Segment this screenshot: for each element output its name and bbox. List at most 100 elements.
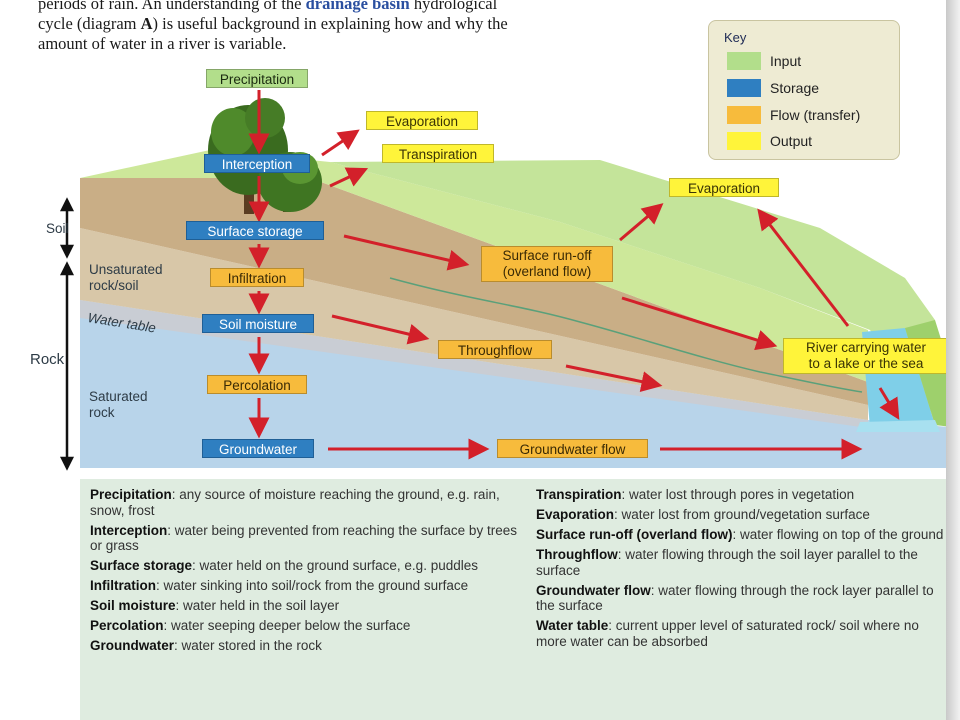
definition-surface-runoff: Surface run-off (overland flow): water f…: [536, 527, 948, 543]
box-throughflow: Throughflow: [438, 340, 552, 359]
arrow-surface-runoff: [343, 234, 470, 271]
definitions-panel: Precipitation: any source of moisture re…: [80, 479, 960, 720]
definition-text: : water held in the soil layer: [175, 598, 340, 613]
box-surface-runoff-line1: Surface run-off: [502, 248, 592, 263]
arrow-river-down: [878, 387, 900, 420]
land-surface: [80, 150, 868, 382]
definition-infiltration: Infiltration: water sinking into soil/ro…: [90, 578, 528, 594]
box-groundwater-flow: Groundwater flow: [497, 439, 648, 458]
legend-swatch-storage: [727, 79, 761, 97]
definition-term: Interception: [90, 522, 168, 538]
soil-depth-arrow: [59, 197, 75, 259]
definition-term: Groundwater flow: [536, 582, 651, 598]
definition-term: Evaporation: [536, 507, 615, 522]
definition-groundwater: Groundwater: water stored in the rock: [90, 638, 528, 654]
definition-term: Water table: [536, 618, 609, 633]
intro-line2-a: cycle (diagram: [38, 14, 141, 33]
legend-title: Key: [724, 30, 747, 45]
intro-line1-b: hydrological: [409, 0, 498, 13]
land-surface-far: [330, 160, 935, 425]
definition-text: : water flowing on top of the ground: [732, 527, 944, 542]
definition-term: Infiltration: [90, 578, 156, 593]
box-surface-storage: Surface storage: [186, 221, 324, 240]
arrow-throughflow-onward: [565, 364, 663, 392]
box-river: River carrying water to a lake or the se…: [783, 338, 949, 374]
label-unsaturated-1: Unsaturated: [89, 262, 163, 277]
label-saturated-1: Saturated: [89, 389, 148, 404]
arrow-interception-evaporation: [321, 129, 360, 157]
definition-term: Percolation: [90, 618, 164, 633]
intro-paragraph: periods of rain. An understanding of the…: [38, 0, 638, 54]
box-river-line1: River carrying water: [805, 340, 927, 355]
box-percolation: Percolation: [207, 375, 307, 394]
arrow-runoff-evaporation: [619, 203, 664, 242]
legend-key: Key Input Storage Flow (transfer) Output: [708, 20, 900, 160]
definition-soil-moisture: Soil moisture: water held in the soil la…: [90, 598, 528, 614]
definition-text: : water sinking into soil/rock from the …: [156, 578, 469, 593]
definition-text: : water lost through pores in vegetation: [621, 487, 855, 502]
intro-diagram-ref: A: [140, 14, 153, 33]
intro-line3: amount of water in a river is variable.: [38, 34, 287, 53]
intro-line2-c: ) is useful background in explaining how…: [152, 14, 508, 33]
definition-term: Precipitation: [90, 487, 172, 502]
legend-swatch-flow: [727, 106, 761, 124]
page-edge-shadow: [946, 0, 960, 720]
definitions-left: Precipitation: any source of moisture re…: [90, 487, 528, 658]
box-surface-runoff-line2: (overland flow): [502, 264, 592, 279]
definition-term: Surface run-off (overland flow): [536, 527, 733, 542]
box-surface-runoff: Surface run-off (overland flow): [481, 246, 613, 282]
box-precipitation: Precipitation: [206, 69, 308, 88]
box-soil-moisture: Soil moisture: [202, 314, 314, 333]
box-transpiration: Transpiration: [382, 144, 494, 163]
definition-term: Throughflow: [536, 547, 618, 562]
definition-text: : water stored in the rock: [174, 638, 322, 653]
definition-text: : water held on the ground surface, e.g.…: [192, 558, 478, 573]
box-interception: Interception: [204, 154, 310, 173]
definition-term: Transpiration: [536, 487, 622, 502]
definition-transpiration: Transpiration: water lost through pores …: [536, 487, 948, 503]
definitions-right: Transpiration: water lost through pores …: [536, 487, 948, 654]
arrow-runoff-river: [621, 296, 778, 351]
river-mouth: [856, 420, 940, 432]
rock-depth-arrow: [59, 261, 75, 471]
arrow-river-evaporation: [757, 208, 850, 327]
definition-text: : water flowing through the rock layer p…: [536, 582, 934, 614]
label-saturated-2: rock: [89, 405, 115, 420]
legend-swatch-output: [727, 132, 761, 150]
definition-text: : water seeping deeper below the surface: [163, 618, 411, 633]
box-infiltration: Infiltration: [210, 268, 304, 287]
arrow-soilmoisture-throughflow: [331, 314, 430, 345]
definition-interception: Interception: water being prevented from…: [90, 523, 528, 554]
definition-evaporation: Evaporation: water lost from ground/vege…: [536, 507, 948, 523]
definition-text: : any source of moisture reaching the gr…: [90, 487, 500, 518]
legend-label-flow: Flow (transfer): [770, 107, 861, 123]
box-evaporation-tree: Evaporation: [366, 111, 478, 130]
definition-precipitation: Precipitation: any source of moisture re…: [90, 487, 528, 518]
intro-line1-a: periods of rain. An understanding of the: [38, 0, 306, 13]
definition-text: : water lost from ground/vegetation surf…: [614, 507, 870, 522]
definition-term: Soil moisture: [90, 598, 176, 613]
definition-term: Surface storage: [90, 558, 193, 573]
intro-term-drainage-basin: drainage basin: [305, 0, 410, 13]
definition-surface-storage: Surface storage: water held on the groun…: [90, 558, 528, 574]
arrow-interception-transpiration: [329, 167, 369, 188]
label-soil: Soil: [46, 221, 69, 236]
legend-label-output: Output: [770, 133, 813, 149]
legend-swatch-input: [727, 52, 761, 70]
definition-groundwater-flow: Groundwater flow: water flowing through …: [536, 583, 948, 614]
legend-label-input: Input: [770, 53, 802, 69]
definition-text: : water flowing through the soil layer p…: [536, 547, 918, 578]
definition-term: Groundwater: [90, 638, 175, 653]
box-river-line2: to a lake or the sea: [808, 356, 924, 371]
river-stream-line: [389, 277, 863, 393]
definition-text: : current upper level of saturated rock/…: [536, 618, 919, 649]
definition-water-table: Water table: current upper level of satu…: [536, 618, 948, 649]
label-rock: Rock: [30, 351, 65, 368]
definition-percolation: Percolation: water seeping deeper below …: [90, 618, 528, 634]
definition-text: : water being prevented from reaching th…: [90, 522, 517, 554]
label-unsaturated-2: rock/soil: [89, 278, 139, 293]
definition-throughflow: Throughflow: water flowing through the s…: [536, 547, 948, 578]
legend-label-storage: Storage: [770, 80, 820, 96]
box-groundwater: Groundwater: [202, 439, 314, 458]
box-evaporation-river: Evaporation: [669, 178, 779, 197]
